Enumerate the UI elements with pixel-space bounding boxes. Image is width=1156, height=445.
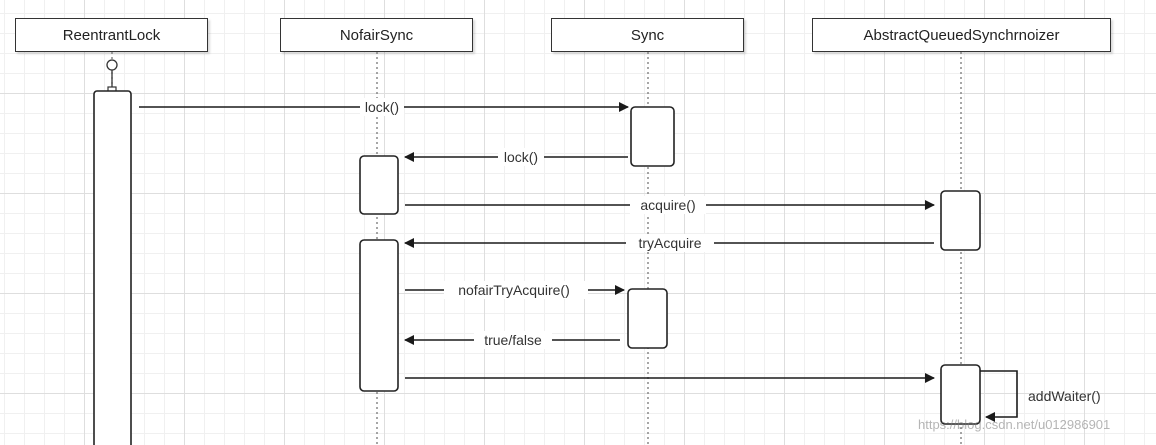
lifeline-reentrantlock: ReentrantLock	[15, 18, 208, 52]
message-label-lock-2: lock()	[504, 149, 538, 165]
message-label-addwaiter: addWaiter()	[1028, 388, 1101, 404]
message-arrow-addwaiter	[980, 370, 1018, 422]
lifeline-sync: Sync	[551, 18, 744, 52]
activation-aqs-2	[940, 364, 981, 425]
message-label-acquire: acquire()	[640, 197, 695, 213]
message-label-truefalse: true/false	[484, 332, 542, 348]
watermark-text: https://blog.csdn.net/u012986901	[918, 417, 1111, 432]
activation-aqs-1	[940, 190, 981, 251]
activation-nofairsync-2	[359, 239, 399, 392]
start-marker-circle	[106, 59, 118, 71]
activation-sync-1	[630, 106, 675, 167]
lifeline-nofairsync: NofairSync	[280, 18, 473, 52]
activation-reentrantlock	[93, 90, 132, 445]
message-label-tryacquire: tryAcquire	[638, 235, 701, 251]
message-label-nofairtryacquire: nofairTryAcquire()	[458, 282, 570, 298]
activation-nofairsync-1	[359, 155, 399, 215]
message-label-lock-1: lock()	[365, 99, 399, 115]
activation-sync-2	[627, 288, 668, 349]
lifeline-aqs: AbstractQueuedSynchrnoizer	[812, 18, 1111, 52]
